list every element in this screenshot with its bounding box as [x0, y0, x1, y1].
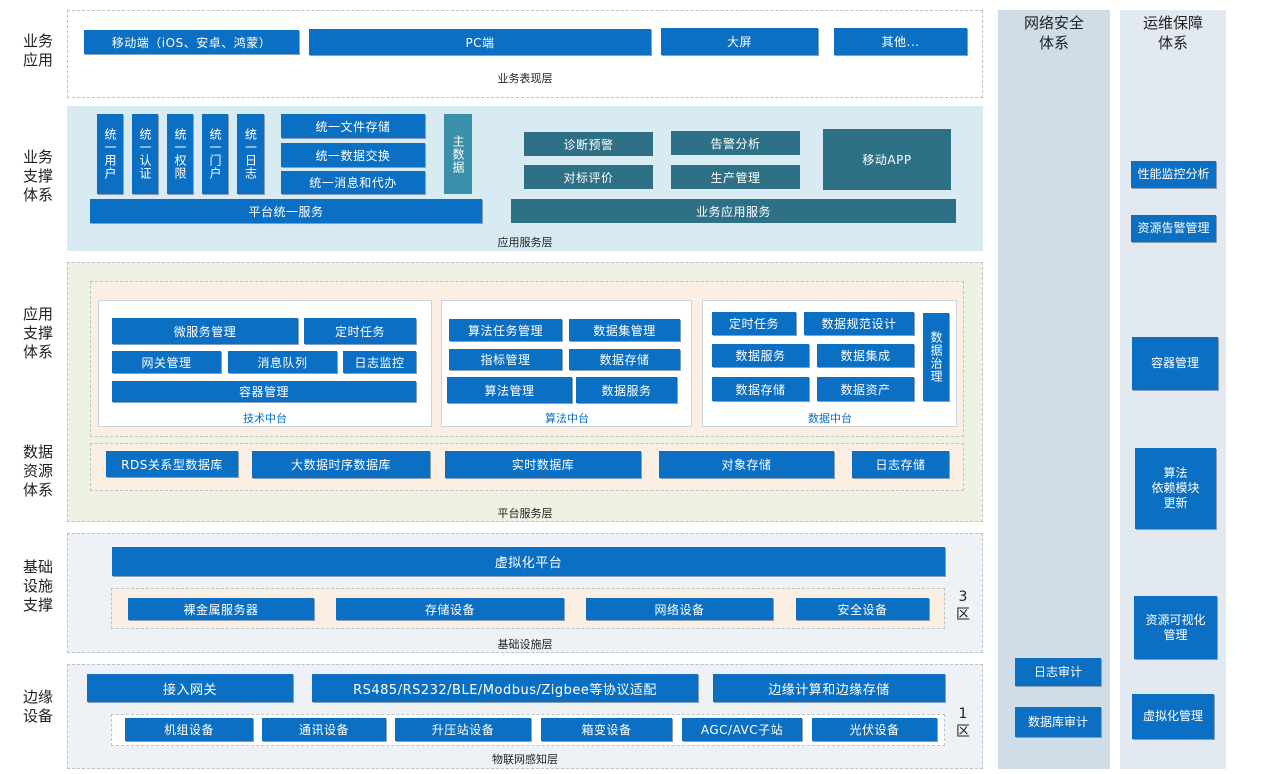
box-booster-station: 升压站设备	[395, 718, 531, 741]
caption-iot-perception: 物联网感知层	[492, 753, 558, 766]
box-container-mgmt: 容器管理	[112, 381, 416, 402]
label-app-support: 应用 支撑 体系	[22, 305, 53, 361]
box-message-todo: 统一消息和代办	[281, 171, 425, 194]
box-storage-device: 存储设备	[336, 598, 564, 620]
box-pv-device: 光伏设备	[812, 718, 937, 741]
box-resource-visualization: 资源可视化 管理	[1134, 596, 1217, 659]
caption-infrastructure: 基础设施层	[497, 638, 553, 651]
box-production-mgmt: 生产管理	[671, 165, 800, 189]
box-log-storage: 日志存储	[852, 451, 949, 478]
box-data-exchange: 统一数据交换	[281, 143, 425, 167]
box-pc: PC端	[309, 29, 651, 55]
title-network-security: 网络安全 体系	[1023, 14, 1084, 52]
box-message-queue: 消息队列	[228, 351, 337, 373]
box-algo-dependency-update: 算法 依赖模块 更新	[1135, 448, 1216, 529]
box-algo-data-storage: 数据存储	[569, 349, 680, 370]
box-timeseries-db: 大数据时序数据库	[252, 451, 430, 478]
box-alarm-analysis: 告警分析	[671, 131, 800, 155]
caption-business-presentation: 业务表现层	[497, 72, 553, 85]
box-gateway-mgmt: 网关管理	[112, 351, 221, 373]
box-algo-mgmt: 算法管理	[447, 377, 572, 403]
box-resource-alarm: 资源告警管理	[1131, 215, 1216, 242]
caption-algo-center: 算法中台	[545, 412, 589, 425]
title-ops-support: 运维保障 体系	[1142, 14, 1203, 52]
box-data-storage: 数据存储	[712, 377, 809, 401]
box-virtualization-platform: 虚拟化平台	[112, 547, 945, 576]
caption-platform-service: 平台服务层	[497, 507, 553, 520]
box-rds: RDS关系型数据库	[106, 451, 238, 477]
box-log-monitor: 日志监控	[343, 351, 416, 373]
column-network-security	[998, 10, 1110, 769]
box-metric-mgmt: 指标管理	[449, 349, 562, 370]
box-diagnosis-warning: 诊断预警	[524, 132, 653, 156]
box-file-storage: 统一文件存储	[281, 114, 425, 138]
box-scheduled-task: 定时任务	[304, 318, 416, 344]
box-algo-data-service: 数据服务	[576, 377, 677, 403]
box-master-data: 主数据	[444, 114, 472, 194]
box-bigscreen: 大屏	[661, 28, 818, 55]
caption-data-center: 数据中台	[808, 412, 852, 425]
box-agc-avc: AGC/AVC子站	[682, 718, 802, 741]
box-data-governance: 数据治理	[923, 313, 949, 401]
box-protocol-adaptation: RS485/RS232/BLE/Modbus/Zigbee等协议适配	[312, 674, 698, 702]
box-ops-container-mgmt: 容器管理	[1132, 337, 1218, 390]
box-unified-user: 统一用户	[97, 114, 123, 194]
box-perf-monitor: 性能监控分析	[1131, 161, 1216, 188]
label-data-resource: 数据 资源 体系	[22, 443, 53, 499]
box-biz-app-service: 业务应用服务	[511, 199, 956, 223]
box-bare-metal: 裸金属服务器	[128, 598, 314, 620]
box-db-audit: 数据库审计	[1015, 707, 1101, 737]
box-data-service: 数据服务	[712, 344, 809, 367]
box-realtime-db: 实时数据库	[445, 451, 641, 478]
label-infra-support: 基础 设施 支撑	[22, 558, 53, 614]
box-unified-portal: 统一门户	[202, 114, 228, 194]
box-data-integration: 数据集成	[817, 344, 914, 367]
box-unified-auth: 统一认证	[132, 114, 158, 194]
box-dataset-mgmt: 数据集管理	[569, 319, 680, 341]
box-edge-computing: 边缘计算和边缘存储	[713, 674, 945, 702]
box-benchmark-eval: 对标评价	[524, 165, 653, 189]
box-platform-service: 平台统一服务	[90, 199, 482, 223]
box-microservice-mgmt: 微服务管理	[112, 318, 298, 344]
caption-tech-center: 技术中台	[243, 412, 287, 425]
label-edge-device: 边缘 设备	[22, 688, 53, 725]
box-data-scheduled-task: 定时任务	[712, 312, 796, 335]
label-business-support: 业务 支撑 体系	[22, 148, 53, 204]
box-object-storage: 对象存储	[659, 451, 834, 478]
box-unit-device: 机组设备	[125, 718, 253, 741]
caption-app-service: 应用服务层	[497, 236, 553, 249]
zone-1-label: 1 区	[956, 706, 970, 740]
box-security-device: 安全设备	[796, 598, 929, 620]
box-algo-task-mgmt: 算法任务管理	[449, 319, 562, 341]
box-data-standard-design: 数据规范设计	[804, 312, 914, 335]
box-comm-device: 通讯设备	[262, 718, 386, 741]
box-mobile: 移动端（iOS、安卓、鸿蒙）	[84, 30, 299, 54]
box-unified-permission: 统一权限	[167, 114, 193, 194]
box-box-transformer: 箱变设备	[541, 718, 672, 741]
box-others: 其他...	[834, 28, 967, 55]
zone-3-label: 3 区	[956, 589, 970, 623]
box-mobile-app: 移动APP	[823, 129, 951, 190]
box-access-gateway: 接入网关	[87, 674, 293, 702]
box-unified-log: 统一日志	[237, 114, 264, 194]
box-virtualization-mgmt: 虚拟化管理	[1132, 694, 1214, 739]
box-data-assets: 数据资产	[817, 377, 914, 401]
box-log-audit: 日志审计	[1015, 658, 1101, 686]
label-business-app: 业务 应用	[22, 32, 53, 69]
box-network-device: 网络设备	[586, 598, 773, 620]
